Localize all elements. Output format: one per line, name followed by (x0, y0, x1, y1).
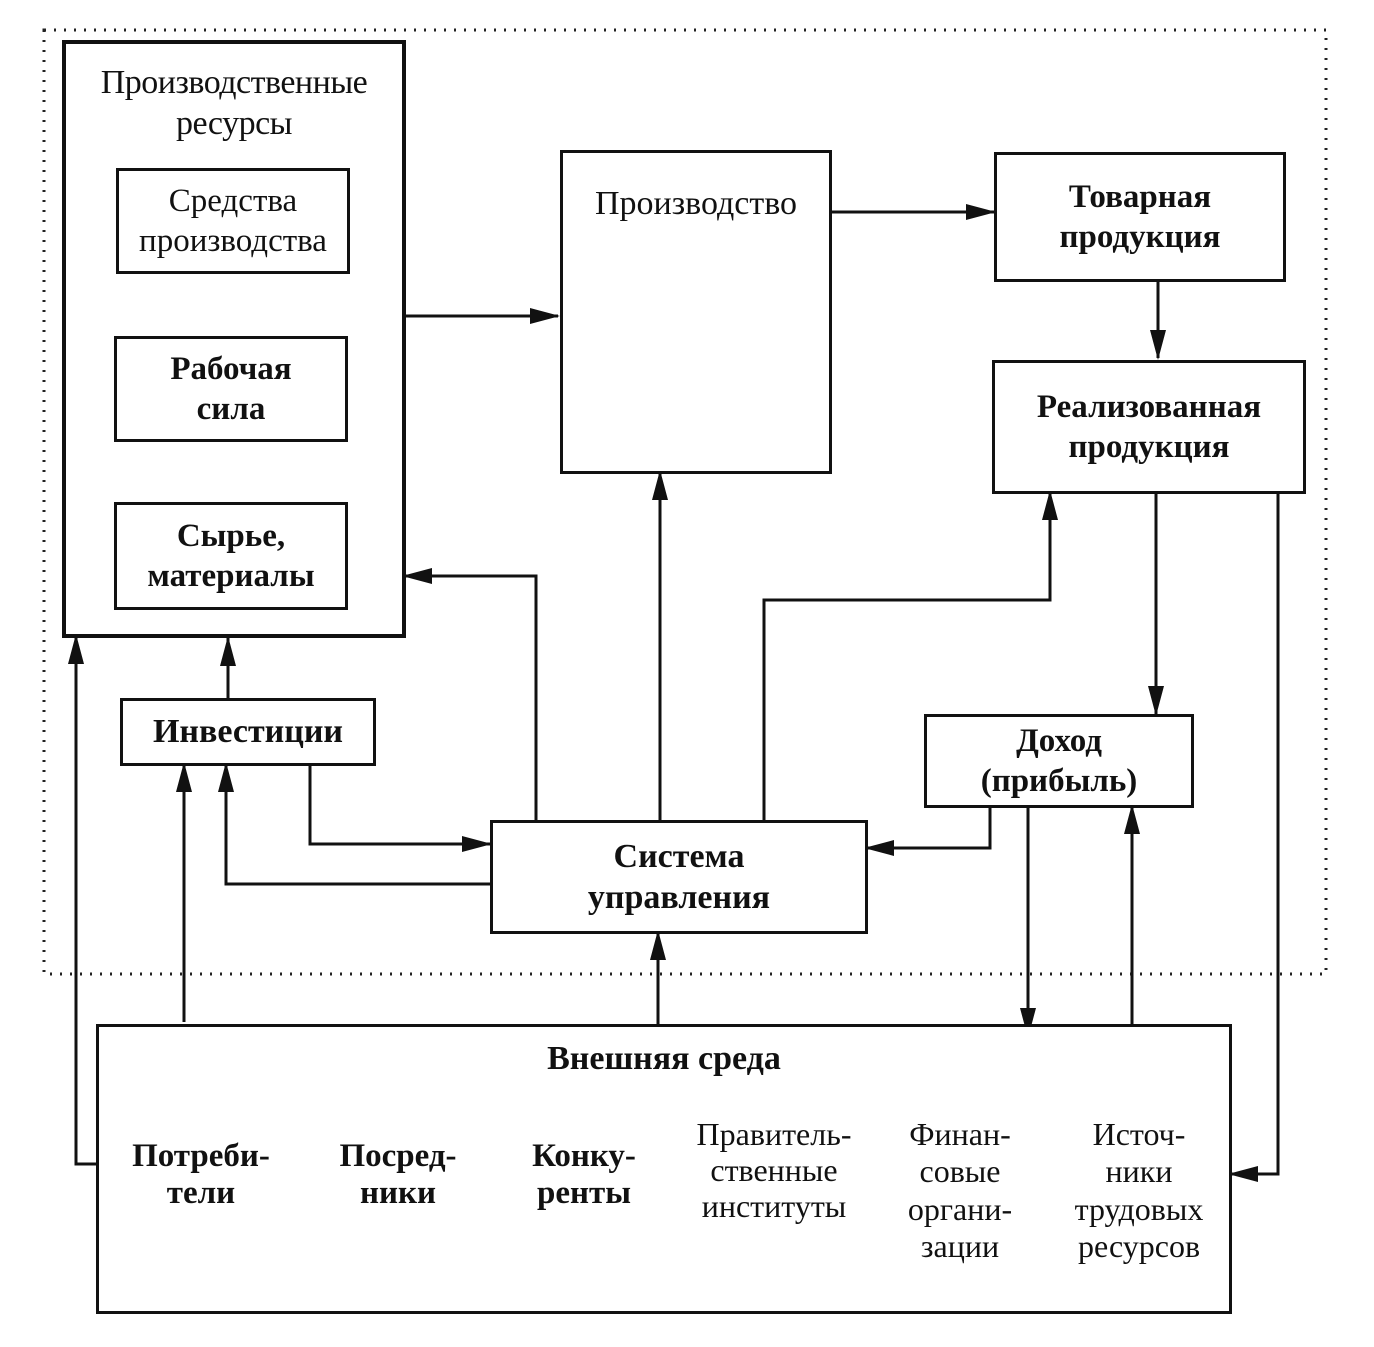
env-cell-labor-sources: Источ- ники трудовых ресурсов (1074, 1116, 1204, 1265)
investments-box: Инвестиции (120, 698, 376, 766)
income-label: Доход (прибыль) (980, 722, 1138, 799)
arrow-management-to-investments (218, 762, 490, 886)
production-box: Производство (560, 150, 832, 474)
environment-box (96, 1024, 1232, 1314)
means-of-production-box: Средства производства (116, 168, 350, 274)
management-system-label: Система управления (587, 837, 771, 916)
sold-output-box: Реализованная продукция (992, 360, 1306, 494)
arrow-investments-to-management (308, 764, 492, 852)
env-cell-consumers: Потреби- тели (132, 1138, 270, 1212)
management-system-box: Система управления (490, 820, 868, 934)
env-cell-intermediaries: Посред- ники (339, 1138, 457, 1212)
means-of-production-label: Средства производства (139, 182, 327, 259)
raw-materials-label: Сырье, материалы (147, 517, 315, 594)
arrow-management-to-sold (762, 490, 1058, 822)
environment-title: Внешняя среда (547, 1040, 781, 1077)
commodity-output-box: Товарная продукция (994, 152, 1286, 282)
income-box: Доход (прибыль) (924, 714, 1194, 808)
investments-label: Инвестиции (152, 713, 344, 751)
labor-force-box: Рабочая сила (114, 336, 348, 442)
enterprise-boundary (42, 28, 1328, 976)
env-cell-government: Правитель- ственные институты (696, 1116, 852, 1225)
arrow-sold-to-labor-sources (1228, 492, 1280, 1182)
production-label: Производство (594, 185, 798, 222)
env-cell-competitors: Конку- ренты (532, 1138, 636, 1212)
labor-force-label: Рабочая сила (170, 350, 292, 427)
arrow-income-to-management (864, 806, 992, 856)
arrow-consumers-to-resources (68, 634, 98, 1166)
raw-materials-box: Сырье, материалы (114, 502, 348, 610)
production-resources-title: Производственные ресурсы (100, 64, 368, 143)
commodity-output-label: Товарная продукция (1059, 178, 1221, 255)
sold-output-label: Реализованная продукция (1036, 388, 1262, 465)
arrow-management-to-resources (402, 568, 538, 822)
env-cell-financial: Финан- совые органи- зации (907, 1116, 1013, 1265)
